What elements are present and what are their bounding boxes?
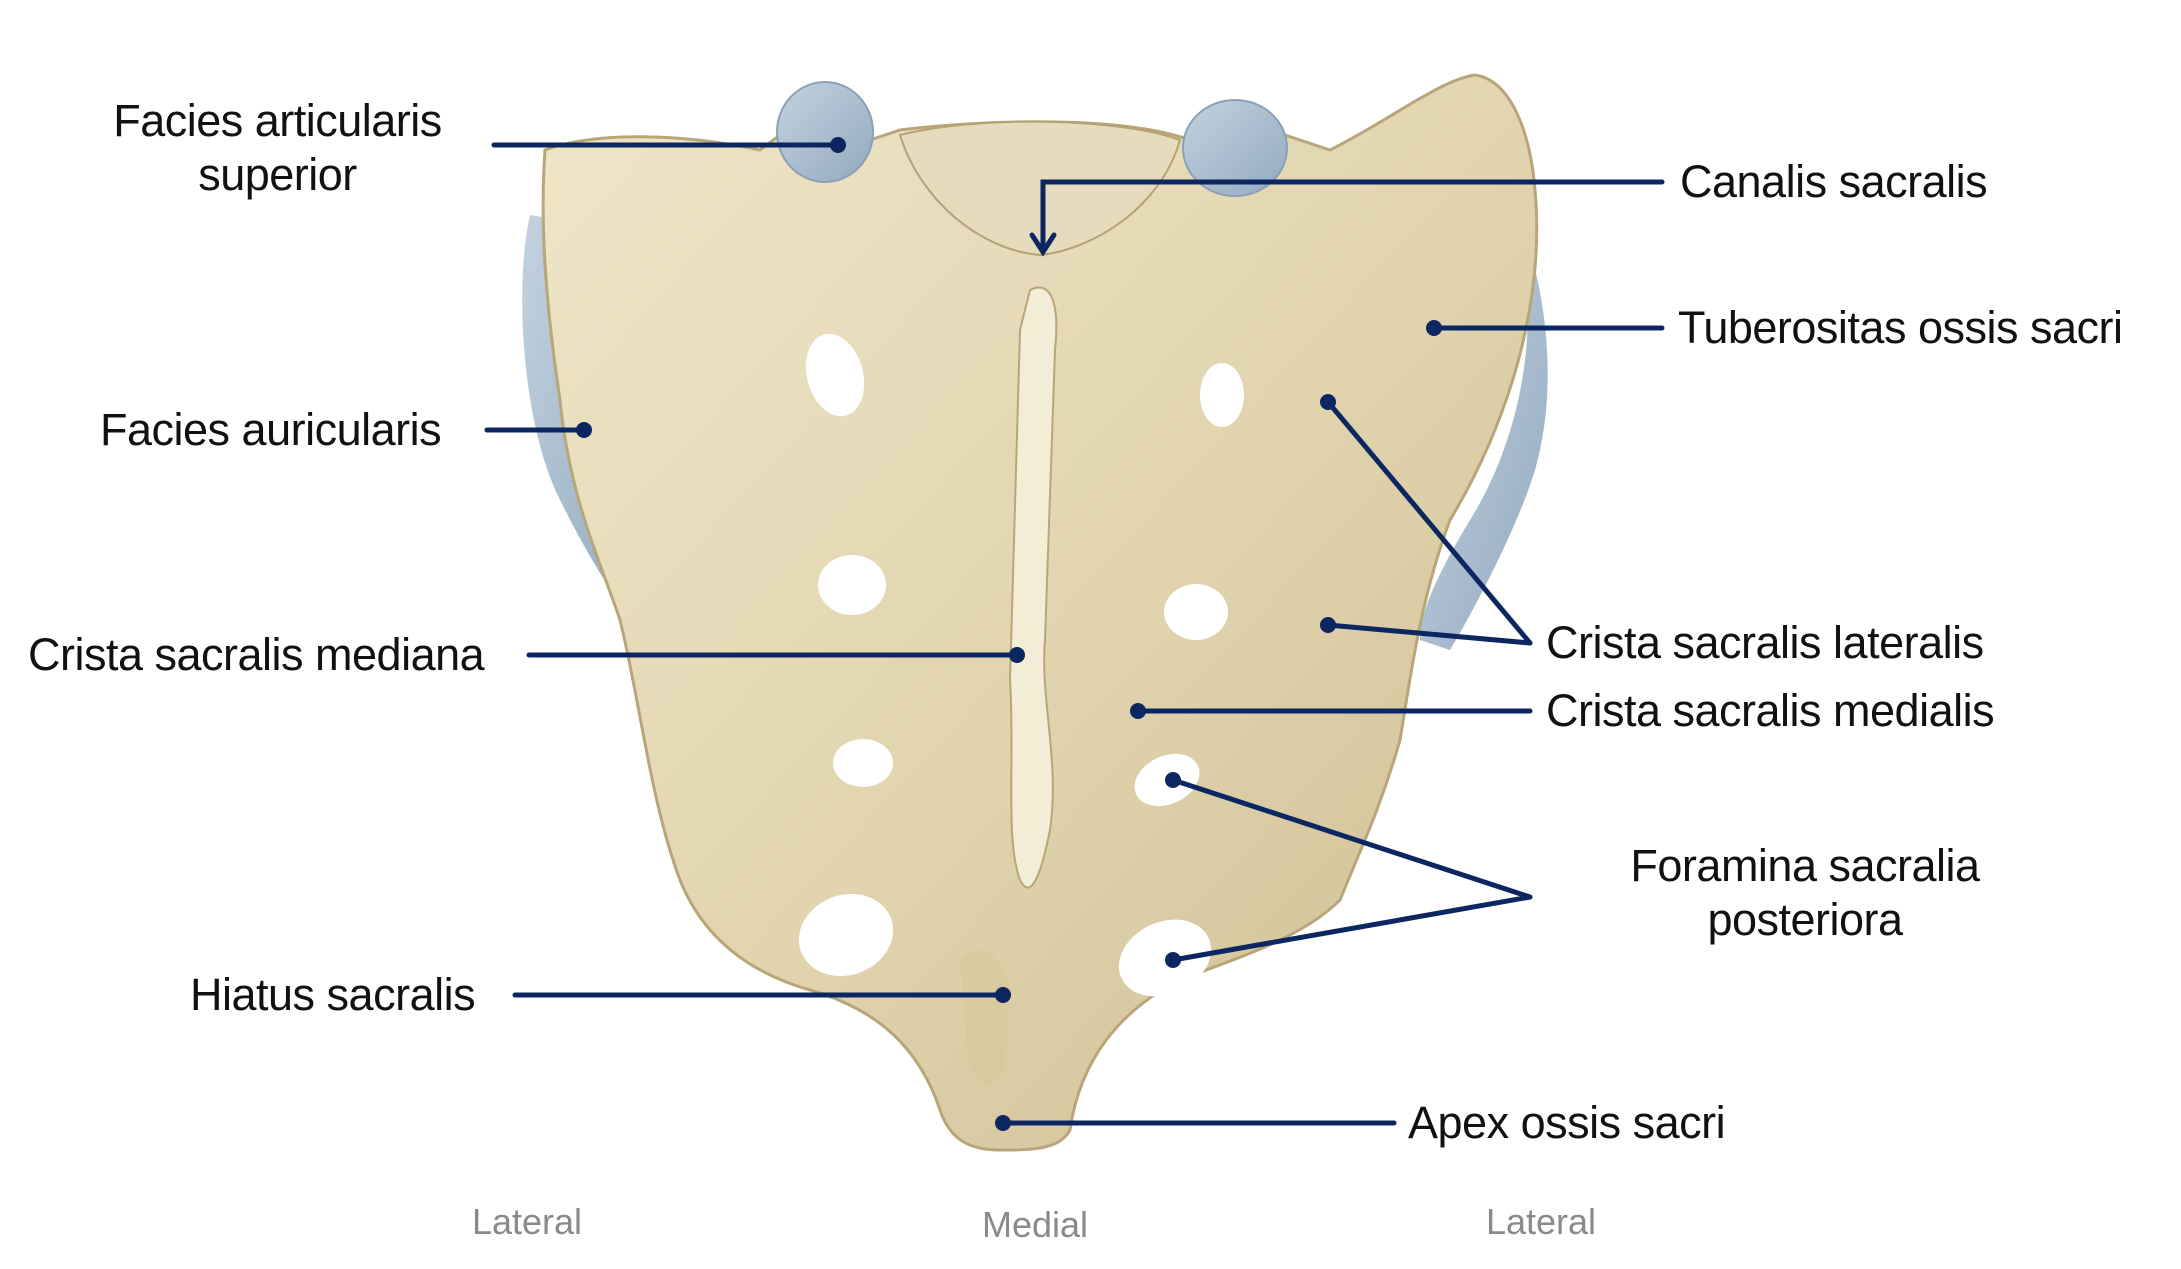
label-apex-ossis-sacri: Apex ossis sacri [1408,1097,1726,1148]
foramen-left-3 [833,739,893,787]
label-line-1: Facies articularis [113,95,442,146]
label-line-1: Foramina sacralia [1630,840,1980,891]
leader-lines [484,142,1665,1126]
foramen-right-4 [1118,919,1212,997]
orientation-lateral-left: Lateral [471,1201,583,1242]
label-facies-auricularis: Facies auricularis [100,404,442,455]
label-hiatus-sacralis: Hiatus sacralis [190,969,476,1020]
leader-foramina-1 [1170,777,1533,900]
label-foramina-sacralia-posteriora: Foramina sacralia posteriora [1600,839,2010,947]
orientation-medial: Medial [981,1204,1089,1245]
superior-articular-facet-left [776,81,874,183]
foramen-left-4 [798,893,894,977]
label-canalis-sacralis: Canalis sacralis [1680,156,1988,207]
label-tuberositas-ossis-sacri: Tuberositas ossis sacri [1678,302,2123,353]
label-crista-sacralis-medialis: Crista sacralis medialis [1546,685,1995,736]
leader-foramina-2 [1170,894,1533,963]
leader-canalis-arrowhead [1029,232,1057,257]
median-crest [1008,286,1058,889]
sacral-hiatus [960,950,1010,1084]
foramen-left-2 [818,555,886,615]
leader-crista-lateralis-2 [1325,622,1533,646]
label-line-2: posteriora [1707,894,1903,945]
label-line-2: superior [198,149,357,200]
superior-articular-facet-right [1182,99,1288,197]
sacral-canal [898,120,1182,257]
leader-dots [576,137,1442,1131]
foramen-right-2 [1164,584,1228,640]
leader-canalis-sacralis [1040,179,1665,253]
label-crista-sacralis-lateralis: Crista sacralis lateralis [1546,617,1984,668]
foramen-left-1 [805,333,865,417]
orientation-lateral-right: Lateral [1485,1201,1597,1242]
label-crista-sacralis-mediana: Crista sacralis mediana [28,629,485,680]
auricular-surface-right [1420,250,1548,650]
leader-crista-lateralis-1 [1325,399,1533,646]
label-facies-articularis-superior: Facies articularis superior [90,94,465,202]
foramen-right-1 [1200,363,1244,427]
